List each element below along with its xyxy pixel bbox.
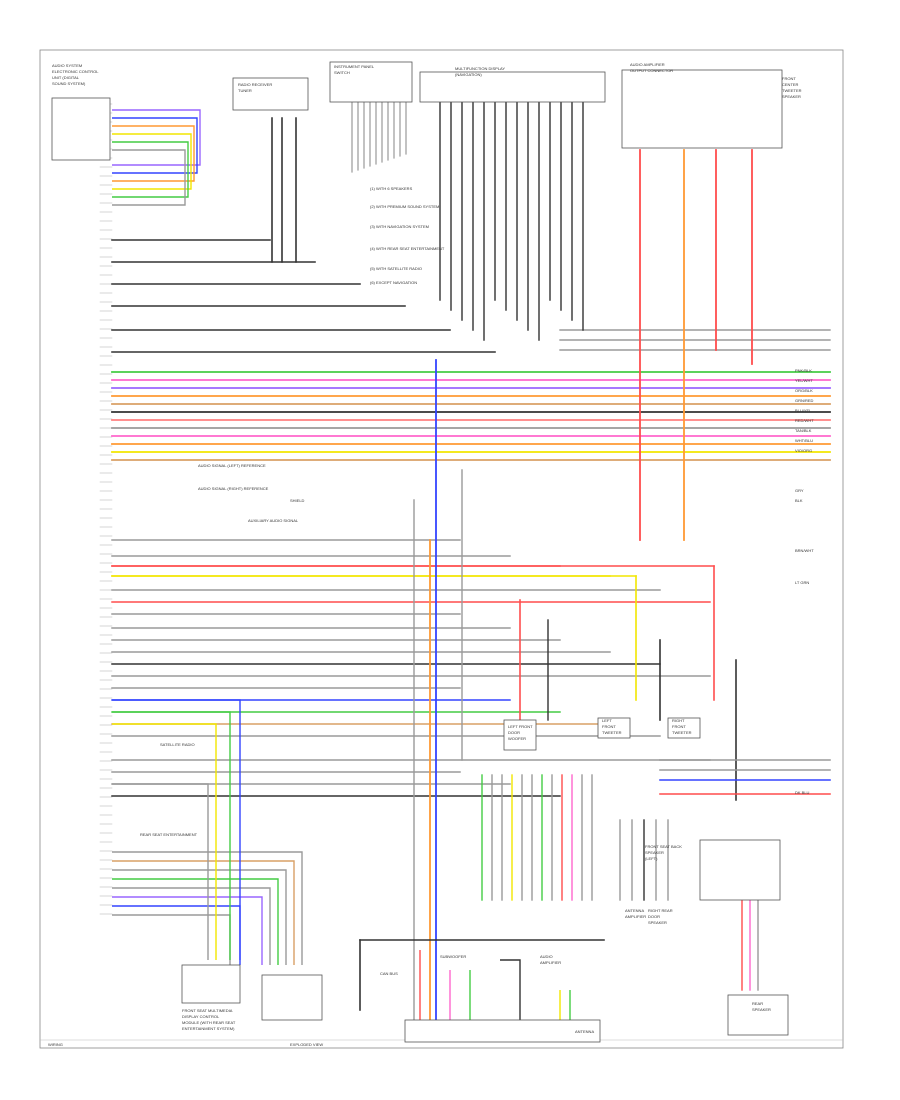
label-audio-amplifier: AUDIO AMPLIFIER xyxy=(540,954,561,965)
front-seat-display-box xyxy=(181,964,241,1004)
wire-label: VIO/ORG xyxy=(795,448,812,453)
note-aux-audio: AUXILIARY AUDIO SIGNAL xyxy=(248,518,299,523)
lower-loop xyxy=(112,896,263,965)
legend: (1) WITH 6 SPEAKERS (2) WITH PREMIUM SOU… xyxy=(370,186,445,285)
wire-label-column: PNK/BLK YEL/WHT ORG/BLK GRN/RED BLU/YEL … xyxy=(795,368,814,795)
label-audio-control-unit: AUDIO SYSTEM ELECTRONIC CONTROL UNIT (DI… xyxy=(52,63,99,86)
center-speaker-box xyxy=(503,719,537,751)
label-antenna: ANTENNA xyxy=(575,1029,594,1034)
wire-loop xyxy=(112,125,195,182)
switch-box xyxy=(329,61,413,103)
label-layer: AUDIO SYSTEM ELECTRONIC CONTROL UNIT (DI… xyxy=(52,62,803,1034)
wire-label: GRY xyxy=(795,488,804,493)
legend-item: (3) WITH NAVIGATION SYSTEM xyxy=(370,224,429,229)
lower-loop xyxy=(112,860,295,965)
label-front-center-tweeter: FRONT CENTER TWEETER SPEAKER xyxy=(782,76,803,99)
wire-label: TAN/BLK xyxy=(795,428,812,433)
wire-label: BLU/YEL xyxy=(795,408,812,413)
wire-label: WHT/BLU xyxy=(795,438,813,443)
diagram-frame xyxy=(39,49,844,1049)
lower-loop xyxy=(112,914,231,965)
label-switch: INSTRUMENT PANEL SWITCH xyxy=(334,64,375,75)
left-tweeter-box xyxy=(597,717,631,739)
label-left-tweeter: LEFT FRONT TWEETER xyxy=(602,718,622,735)
footer-center: EXPLODED VIEW xyxy=(290,1042,323,1047)
label-front-seat-display-module: FRONT SEAT MULTIMEDIA DISPLAY CONTROL MO… xyxy=(182,1008,236,1031)
lower-loop xyxy=(112,869,287,965)
note-rear-seat-ent: REAR SEAT ENTERTAINMENT xyxy=(140,832,198,837)
right-tweeter-box xyxy=(667,717,701,739)
label-antenna-amplifier: ANTENNA AMPLIFIER xyxy=(625,908,646,919)
lower-loop xyxy=(112,878,279,965)
lower-yellow xyxy=(112,723,217,960)
label-front-seat-back-speaker: FRONT SEAT BACK SPEAKER (LEFT) xyxy=(645,844,683,861)
note-satellite-radio: SATELLITE RADIO xyxy=(160,742,195,747)
wire-label: BRN/WHT xyxy=(795,548,814,553)
lower-blue xyxy=(112,699,241,960)
display-box xyxy=(419,71,606,103)
legend-item: (1) WITH 6 SPEAKERS xyxy=(370,186,413,191)
lower-loop xyxy=(112,887,271,965)
antenna-box xyxy=(727,994,789,1036)
wire-label: RED/WHT xyxy=(795,418,814,423)
wire-layer xyxy=(99,101,831,1021)
note-audio-left-ref: AUDIO SIGNAL (LEFT) REFERENCE xyxy=(198,463,266,468)
note-can-bus: CAN BUS xyxy=(380,971,398,976)
legend-item: (4) WITH REAR SEAT ENTERTAINMENT xyxy=(370,246,445,251)
audio-control-unit-box xyxy=(51,97,111,161)
label-display: MULTIFUNCTION DISPLAY (NAVIGATION) xyxy=(455,66,506,77)
wire-label: DK BLU xyxy=(795,790,810,795)
label-subwoofer: SUBWOOFER xyxy=(440,954,466,959)
component-layer xyxy=(51,61,789,1043)
lower-loop xyxy=(112,851,303,965)
sub-black xyxy=(500,959,521,1020)
wire-notes: AUDIO SIGNAL (LEFT) REFERENCE AUDIO SIGN… xyxy=(140,463,398,976)
rear-speaker-box xyxy=(699,839,781,901)
footer-left: WIRING xyxy=(48,1042,63,1047)
wire-loop xyxy=(112,117,198,174)
wire-label: YEL/WHT xyxy=(795,378,813,383)
note-shield: SHIELD xyxy=(290,498,305,503)
note-audio-right-ref: AUDIO SIGNAL (RIGHT) REFERENCE xyxy=(198,486,269,491)
label-rear-speaker: REAR SPEAKER xyxy=(752,1001,771,1012)
wire-loop xyxy=(112,149,186,206)
label-left-front-woofer: LEFT FRONT DOOR WOOFER xyxy=(508,724,534,741)
audio-amplifier-box xyxy=(261,974,323,1021)
wire-label: ORG/BLK xyxy=(795,388,813,393)
radio-tuner-box xyxy=(232,77,309,111)
wire-label: BLK xyxy=(795,498,803,503)
amplifier-connector-box xyxy=(621,69,783,149)
wire-loop xyxy=(112,133,192,190)
wire-label: GRN/RED xyxy=(795,398,814,403)
label-radio-tuner: RADIO RECEIVER TUNER xyxy=(238,82,273,93)
lower-green xyxy=(112,711,231,960)
wire-label: LT GRN xyxy=(795,580,809,585)
label-right-rear-door-speaker: RIGHT REAR DOOR SPEAKER xyxy=(648,908,674,925)
legend-item: (6) EXCEPT NAVIGATION xyxy=(370,280,417,285)
bus-connector-box xyxy=(404,1019,601,1043)
label-right-tweeter: RIGHT FRONT TWEETER xyxy=(672,718,692,735)
legend-item: (2) WITH PREMIUM SOUND SYSTEM xyxy=(370,204,439,209)
wire-loop xyxy=(112,109,201,166)
legend-item: (5) WITH SATELLITE RADIO xyxy=(370,266,422,271)
lower-gray xyxy=(112,783,209,960)
wire-loop xyxy=(112,141,189,198)
label-amplifier-connector: AUDIO AMPLIFIER OUTPUT CONNECTOR xyxy=(630,62,673,73)
wire-label: PNK/BLK xyxy=(795,368,812,373)
